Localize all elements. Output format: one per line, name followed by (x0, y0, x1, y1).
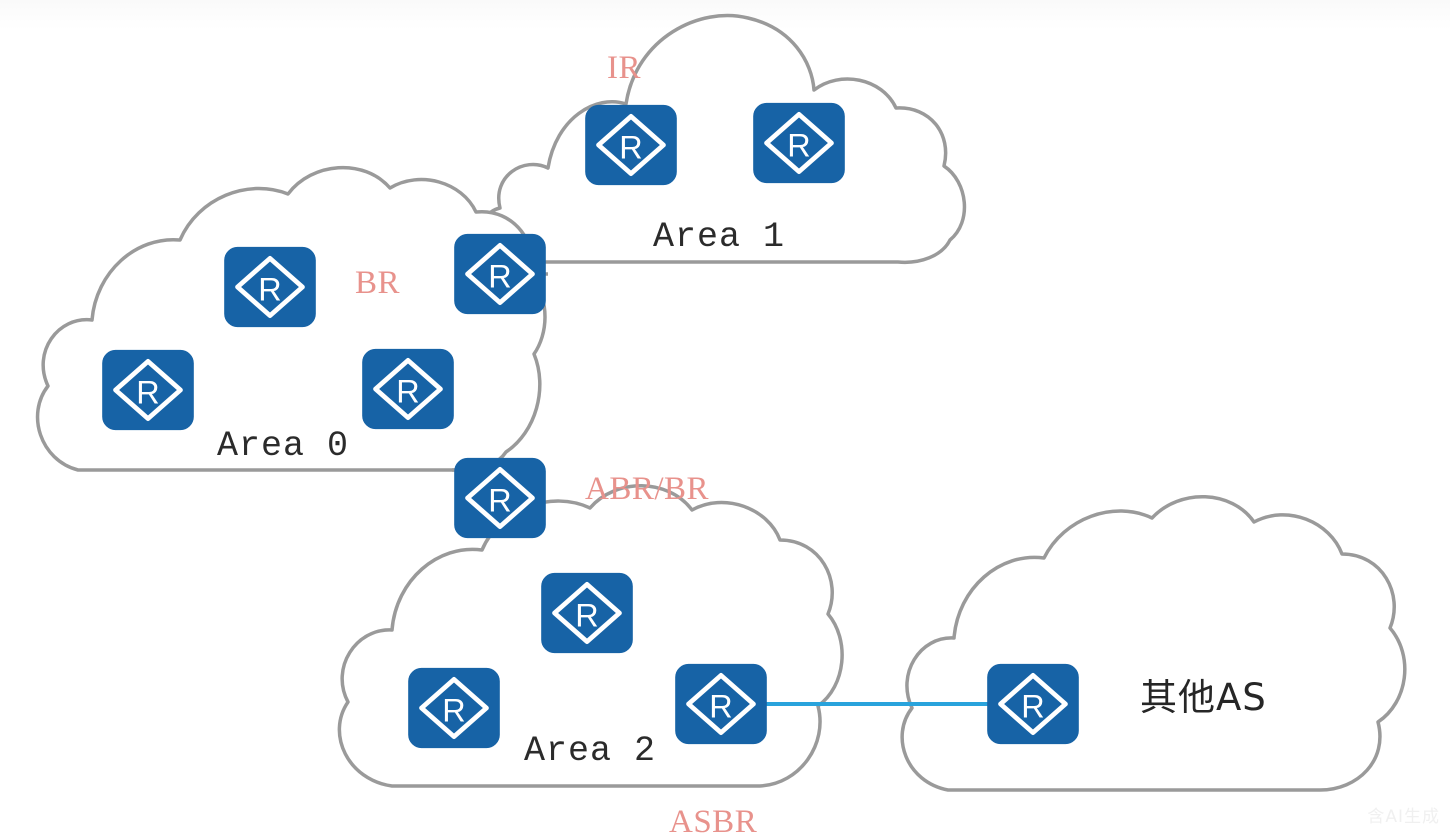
router-area2-r2[interactable] (408, 668, 500, 748)
router-area0-r3[interactable] (362, 349, 454, 429)
cloud-other-as (900, 495, 1407, 792)
router-area0-r2[interactable] (102, 350, 194, 430)
router-asbr[interactable] (675, 664, 767, 744)
cloud-area-1 (477, 13, 967, 265)
router-area2-r1[interactable] (541, 573, 633, 653)
router-area1-r1[interactable] (585, 105, 677, 185)
router-abrbr[interactable] (454, 458, 546, 538)
router-other-as[interactable] (987, 664, 1079, 744)
router-br[interactable] (454, 234, 546, 314)
router-area1-r2[interactable] (753, 103, 845, 183)
router-area0-r1[interactable] (224, 247, 316, 327)
watermark: 含AI生成 (1367, 807, 1440, 827)
